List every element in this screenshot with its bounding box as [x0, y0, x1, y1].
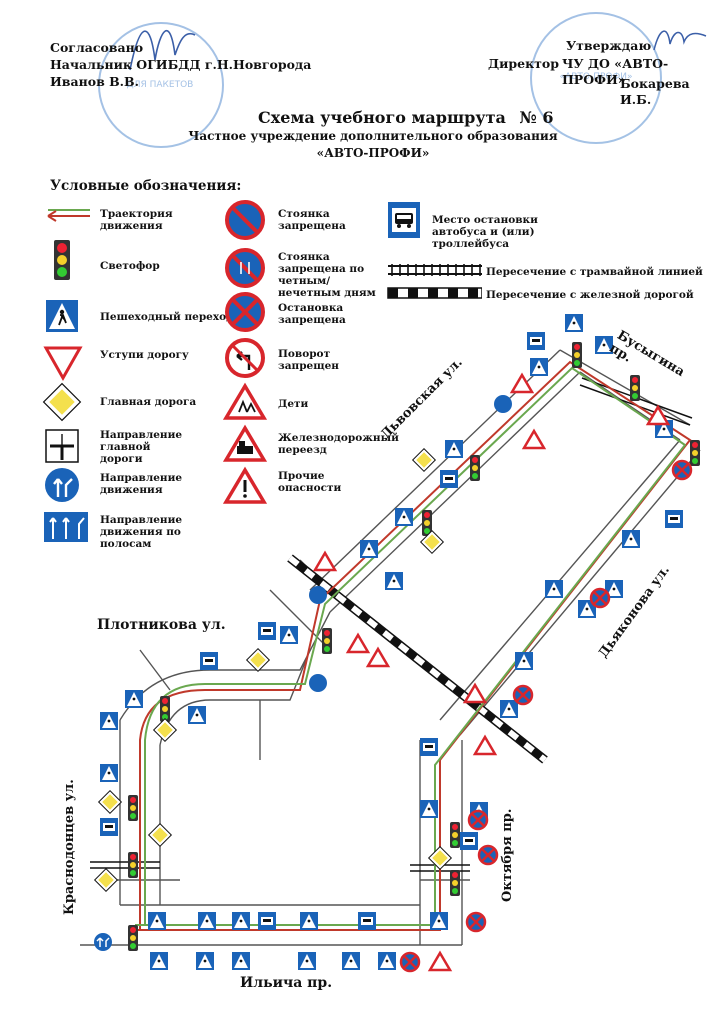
agreed-position: Начальник ОГИБДД г.Н.Новгорода [50, 57, 312, 72]
railway-crossing-icon [222, 424, 268, 462]
signature-right [653, 30, 707, 51]
children-icon [222, 382, 268, 420]
pedestrian-crossing-icon [46, 300, 78, 332]
legend-label-other-danger: Прочие опасности [278, 470, 342, 494]
map-signs [94, 314, 700, 973]
other-danger-icon [222, 466, 268, 504]
approve-label: Утверждаю [566, 38, 652, 53]
legend-label-lane-direction: Направление движения по полосам [100, 514, 183, 550]
trajectory-arrow-icon [47, 209, 90, 222]
page-title: Схема учебного маршрута № 6 [258, 108, 554, 127]
main-road-direction-icon [45, 429, 79, 463]
legend-label-railway-line: Пересечение с железной дорогой [486, 289, 694, 301]
route-trajectory [130, 360, 692, 931]
legend-title: Условные обозначения: [50, 178, 242, 194]
no-stopping-icon [225, 292, 265, 332]
legend-label-main-road-direction: Направление главной дороги [100, 429, 183, 465]
no-turn-icon [225, 338, 265, 378]
legend-col2-icons [222, 200, 268, 504]
legend-label-railway-crossing: Железнодорожный переезд [278, 432, 399, 456]
legend-label-direction: Направление движения [100, 472, 183, 496]
title-number: № 6 [519, 108, 554, 127]
lane-direction-icon [44, 512, 88, 542]
stamp-left-text: ДЛЯ ПАКЕТОВ [126, 80, 194, 90]
yield-icon [43, 346, 83, 382]
legend-label-traffic-light: Светофор [100, 260, 160, 272]
legend-label-trajectory: Траектория движения [100, 208, 173, 232]
direction-icon [45, 468, 79, 502]
title-subtitle: Частное учреждение дополнительного образ… [188, 129, 558, 143]
route-map [80, 314, 701, 973]
street-label-krasnodontsev: Краснодонцев ул. [62, 779, 77, 915]
legend-label-crossing: Пешеходный переход [100, 311, 234, 323]
director-label: Директор [488, 56, 559, 71]
legend-label-tram-line: Пересечение с трамвайной линией [486, 266, 703, 278]
main-road-icon [42, 382, 82, 422]
agreed-name: Иванов В.В. [50, 74, 139, 89]
legend-label-yield: Уступи дорогу [100, 349, 189, 361]
tram-line-icon [388, 264, 482, 276]
legend-label-no-stopping: Остановка запрещена [278, 302, 346, 326]
legend-label-main-road: Главная дорога [100, 396, 197, 408]
railway-line-icon [387, 287, 482, 299]
legend-label-no-parking: Стоянка запрещена [278, 208, 346, 232]
bus-stop-icon [388, 202, 420, 238]
legend-label-bus-stop: Место остановки автобуса и (или) троллей… [432, 214, 538, 250]
agreed-label: Согласовано [50, 40, 144, 55]
legend-col1-icons [42, 209, 90, 542]
street-label-oktyabrya: Октября пр. [500, 808, 515, 902]
legend-label-no-turn: Поворот запрещен [278, 348, 339, 372]
approval-stamp-right: «АВТО-ПРОФИ» [530, 12, 662, 144]
approval-stamp-left: ДЛЯ ПАКЕТОВ [98, 22, 224, 148]
legend-col3-icons [387, 202, 482, 299]
traffic-light-icon [54, 240, 70, 280]
no-parking-even-odd-icon [225, 248, 265, 288]
director-name: Бокарева И.Б. [620, 76, 690, 107]
street-label-ilyicha: Ильича пр. [240, 975, 333, 991]
stamp-right-text: «АВТО-ПРОФИ» [559, 72, 633, 82]
title-org: «АВТО-ПРОФИ» [316, 146, 430, 160]
legend-label-children: Дети [278, 398, 309, 410]
legend-label-no-parking-even-odd: Стоянка запрещена по четным/ нечетным дн… [278, 251, 376, 299]
director-org: ЧУ ДО «АВТО-ПРОФИ» [562, 56, 669, 87]
street-label-plotnikova: Плотникова ул. [97, 617, 226, 633]
no-parking-icon [225, 200, 265, 240]
signature-left [129, 30, 196, 71]
title-main: Схема учебного маршрута [258, 108, 506, 127]
railway-crossing-line [287, 554, 548, 764]
